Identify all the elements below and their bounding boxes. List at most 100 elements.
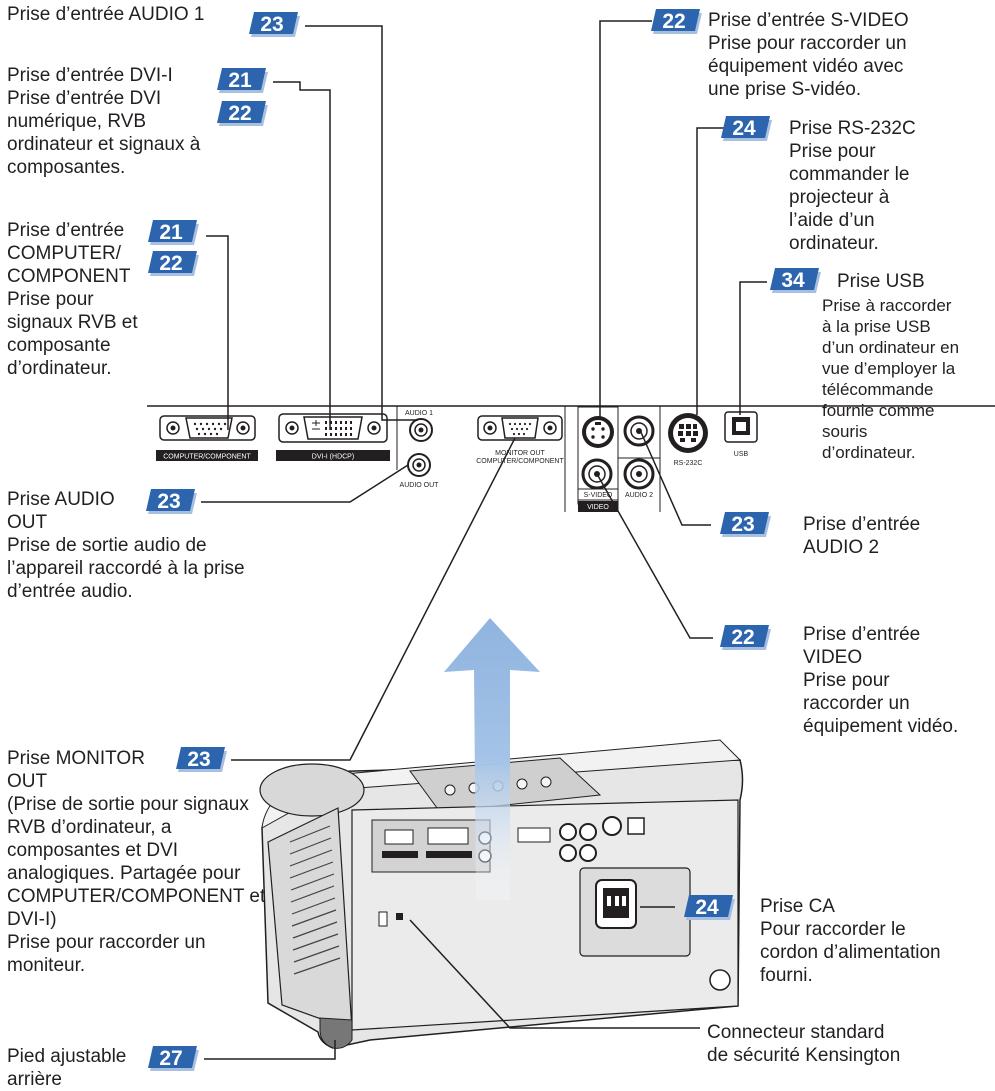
page-number: 24: [695, 896, 719, 919]
arrow-shape: [444, 618, 540, 900]
callout-desc-line: Prise pour: [7, 289, 94, 310]
callout-desc-line: télécommande: [822, 380, 934, 399]
label-svideo: S-VIDEO: [584, 492, 613, 499]
page-number: 22: [228, 102, 252, 125]
callout-monitor-out: Prise MONITOR OUT (Prise de sortie pour …: [7, 747, 265, 977]
callout-desc-line: Pour raccorder le: [760, 919, 906, 940]
callout-usb: Prise USB: [837, 270, 925, 293]
page-badge-monitor: 23: [176, 747, 228, 772]
page-number: 23: [260, 13, 284, 36]
callout-title: de sécurité Kensington: [707, 1045, 901, 1066]
callout-title: Prise USB: [837, 271, 925, 292]
callout-desc-line: composantes.: [7, 157, 126, 178]
callout-desc-line: Prise d’entrée DVI: [7, 88, 162, 109]
callout-desc-line: équipement vidéo.: [803, 716, 959, 737]
callout-desc-line: d’entrée audio.: [7, 581, 133, 602]
callout-desc-line: Prise pour: [789, 141, 876, 162]
page-number: 23: [731, 513, 755, 536]
label-audio-out: AUDIO OUT: [400, 482, 440, 489]
page-number: 21: [159, 221, 183, 244]
callout-desc-line: composantes et DVI: [7, 840, 179, 861]
page-number: 22: [159, 252, 183, 275]
page-badge-dvi-2: 22: [217, 101, 269, 126]
callout-desc-line: moniteur.: [7, 955, 86, 976]
page-badge-computer-1: 21: [148, 220, 200, 245]
page-badge-audio2: 23: [720, 512, 772, 537]
label-rs232c: RS-232C: [674, 460, 703, 467]
callout-title: Prise d’entrée AUDIO 1: [7, 4, 205, 25]
callout-title: Pied ajustable: [7, 1046, 127, 1067]
callout-title: VIDEO: [803, 647, 863, 668]
page-number: 27: [159, 1047, 183, 1070]
page-number: 23: [157, 490, 181, 513]
callout-title: OUT: [7, 771, 48, 792]
callout-title: Prise d’entrée DVI-I: [7, 65, 173, 86]
page-number: 23: [187, 748, 211, 771]
page-number: 24: [732, 117, 756, 140]
callout-title: Prise AUDIO: [7, 489, 115, 510]
callout-desc-line: Prise pour: [803, 670, 890, 691]
page-number: 21: [228, 69, 252, 92]
callout-rs232c: Prise RS-232C Prise pour commander le pr…: [789, 117, 916, 255]
callout-desc-line: Prise pour raccorder un: [708, 33, 907, 54]
label-dvi-hdcp: DVI-I (HDCP): [312, 454, 354, 461]
callout-desc-line: vue d’employer la: [822, 359, 956, 378]
callout-audio1: Prise d’entrée AUDIO 1: [7, 3, 204, 26]
callout-desc-line: projecteur à: [789, 187, 890, 208]
callout-desc-line: à la prise USB: [822, 317, 931, 336]
callout-desc-line: ordinateur.: [789, 233, 879, 254]
callout-desc-line: (Prise de sortie pour signaux: [7, 794, 249, 815]
projector-illustration: [259, 739, 744, 1049]
dvi-port: [303, 416, 363, 440]
callout-desc-line: signaux RVB et: [7, 312, 138, 333]
callout-title: Prise d’entrée: [803, 624, 921, 645]
callout-title: Connecteur standard: [707, 1022, 885, 1043]
callout-desc-line: souris: [822, 422, 868, 441]
callout-dvi: Prise d’entrée DVI-I Prise d’entrée DVI …: [7, 64, 200, 179]
callout-title: Prise MONITOR: [7, 748, 145, 769]
callout-desc-line: numérique, RVB: [7, 111, 147, 132]
page-badge-computer-2: 22: [148, 251, 200, 276]
callout-title: Prise d’entrée: [7, 220, 125, 241]
callout-title: Prise RS-232C: [789, 118, 916, 139]
callout-desc-line: COMPUTER/COMPONENT et: [7, 886, 266, 907]
callout-desc-line: Prise à raccorder: [822, 296, 952, 315]
monitor-out-port: [501, 417, 539, 439]
callout-audio2: Prise d’entrée AUDIO 2: [803, 513, 920, 559]
label-monitor-out-2: COMPUTER/COMPONENT: [476, 458, 564, 465]
callout-desc-line: l’appareil raccordé à la prise: [7, 558, 245, 579]
label-computer-component: COMPUTER/COMPONENT: [163, 454, 251, 461]
callout-desc-line: d’un ordinateur en: [822, 338, 960, 357]
callout-desc-line: cordon d’alimentation: [760, 942, 941, 963]
callout-svideo: Prise d’entrée S-VIDEO Prise pour raccor…: [708, 9, 909, 101]
page-badge-dvi-1: 21: [217, 68, 269, 93]
callout-desc-line: ordinateur et signaux à: [7, 134, 201, 155]
callout-usb-desc: Prise à raccorder à la prise USB d’un or…: [822, 295, 959, 463]
callout-title: AUDIO 2: [803, 537, 880, 558]
callout-audio-out: Prise AUDIO OUT Prise de sortie audio de…: [7, 488, 245, 603]
callout-title: arrière: [7, 1069, 62, 1090]
page-badge-usb: 34: [770, 268, 822, 293]
callout-desc-line: analogiques. Partagée pour: [7, 863, 241, 884]
page-badge-video: 22: [720, 625, 772, 650]
callout-desc-line: Prise de sortie audio de: [7, 535, 207, 556]
page-badge-audio1: 23: [249, 12, 301, 37]
callout-desc-line: commander le: [789, 164, 910, 185]
callout-desc-line: d’ordinateur.: [822, 443, 916, 462]
callout-computer: Prise d’entrée COMPUTER/ COMPONENT Prise…: [7, 219, 138, 380]
callout-desc-line: l’aide d’un: [789, 210, 875, 231]
callout-desc-line: équipement vidéo avec: [708, 56, 904, 77]
callout-desc-line: composante: [7, 335, 111, 356]
callout-title: COMPONENT: [7, 266, 131, 287]
label-audio1: AUDIO 1: [405, 410, 433, 417]
callout-desc-line: d’ordinateur.: [7, 358, 112, 379]
callout-title: Prise d’entrée S-VIDEO: [708, 10, 909, 31]
label-usb: USB: [734, 451, 749, 458]
callout-video: Prise d’entrée VIDEO Prise pour raccorde…: [803, 623, 958, 738]
page-number: 22: [731, 626, 755, 649]
callout-title: Prise CA: [760, 896, 835, 917]
callout-kensington: Connecteur standard de sécurité Kensingt…: [707, 1021, 900, 1067]
callout-desc-line: raccorder un: [803, 693, 910, 714]
callout-desc-line: fourni.: [760, 965, 813, 986]
page-badge-foot: 27: [148, 1046, 200, 1071]
